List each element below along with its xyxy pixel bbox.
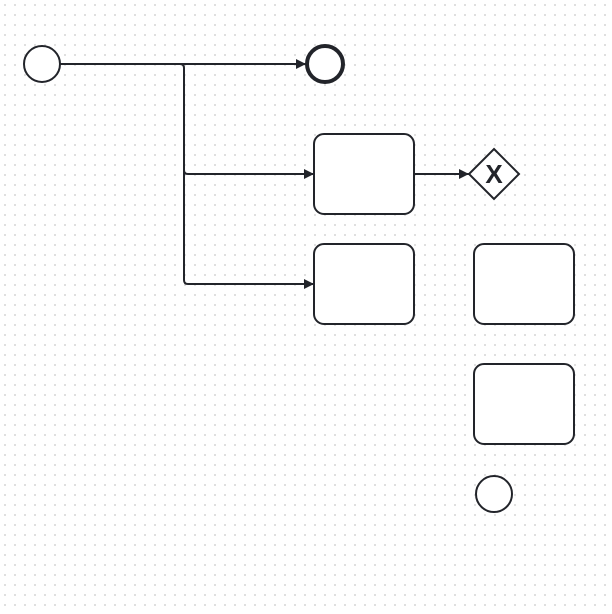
flow-start-to-task-1[interactable] — [179, 63, 314, 179]
gateway-x-icon: X — [485, 159, 503, 189]
event-circle[interactable] — [475, 475, 513, 513]
task-3[interactable] — [473, 243, 575, 325]
flow-start-to-task-2[interactable] — [183, 170, 314, 289]
task-1[interactable] — [313, 133, 415, 215]
end-event[interactable] — [305, 44, 345, 84]
start-event[interactable] — [23, 45, 61, 83]
task-4[interactable] — [473, 363, 575, 445]
task-2[interactable] — [313, 243, 415, 325]
sequence-flows — [60, 59, 469, 289]
exclusive-gateway[interactable]: X — [467, 147, 521, 201]
